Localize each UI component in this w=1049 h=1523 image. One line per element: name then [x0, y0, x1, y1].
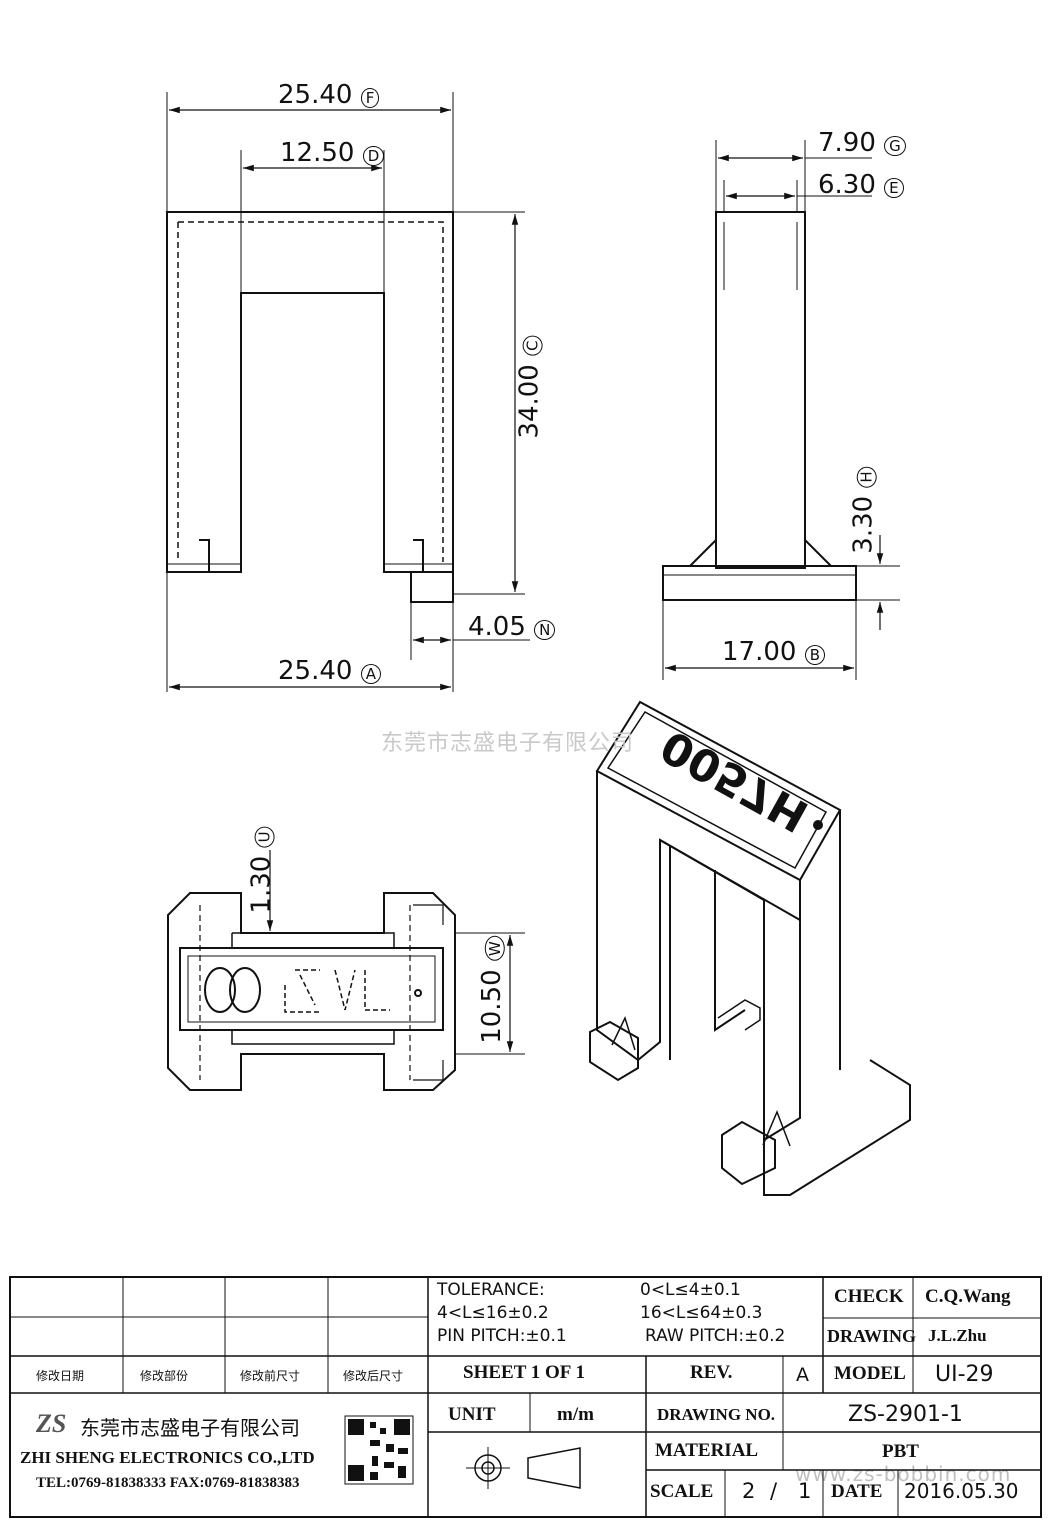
date-label: DATE: [831, 1481, 883, 1502]
side-view: [662, 140, 900, 680]
sheet-info: SHEET 1 OF 1: [463, 1362, 585, 1383]
unit-label: UNIT: [448, 1404, 496, 1425]
dim-side-base-width: 17.00 B: [722, 637, 825, 667]
rev-value: A: [796, 1364, 809, 1386]
dim-front-inner-width: 12.50 D: [280, 138, 385, 168]
rev-header-after: 修改后尺寸: [343, 1369, 404, 1383]
company-contact: TEL:0769-81838333 FAX:0769-81838383: [36, 1475, 300, 1491]
scale-label: SCALE: [650, 1481, 714, 1502]
bottom-view: [167, 850, 525, 1091]
dim-side-base-height: 3.30 H: [849, 466, 879, 554]
date-value: 2016.05.30: [904, 1479, 1019, 1503]
tolerance-1: 0<L≤4±0.1: [640, 1280, 741, 1300]
dim-front-pin-offset: 4.05 N: [468, 612, 556, 642]
scale-num: 2: [742, 1479, 756, 1503]
drawing-label: DRAWING: [827, 1326, 917, 1346]
check-value: C.Q.Wang: [925, 1286, 1011, 1307]
dim-side-inner-width: 6.30 E: [818, 170, 904, 200]
rev-header-date: 修改日期: [36, 1369, 85, 1383]
scale-sep: /: [770, 1479, 778, 1503]
model-value: UI-29: [935, 1362, 994, 1387]
tolerance-label: TOLERANCE:: [437, 1280, 545, 1300]
dim-front-height: 34.00 C: [515, 335, 545, 439]
unit-value: m/m: [557, 1404, 594, 1425]
watermark: 东莞市志盛电子有限公司: [381, 731, 635, 756]
pin-pitch: PIN PITCH:±0.1: [437, 1326, 567, 1346]
dim-front-bottom-width: 25.40 A: [278, 656, 381, 686]
company-logo: ZS: [36, 1409, 67, 1438]
company-en: ZHI SHENG ELECTRONICS CO.,LTD: [20, 1448, 315, 1467]
front-view: [166, 92, 530, 692]
material-value: PBT: [882, 1441, 919, 1462]
scale-den: 1: [798, 1479, 812, 1503]
drawing-value: J.L.Zhu: [928, 1326, 987, 1345]
check-label: CHECK: [834, 1286, 904, 1307]
rev-header-before: 修改前尺寸: [240, 1369, 301, 1383]
raw-pitch: RAW PITCH:±0.2: [645, 1326, 786, 1346]
tolerance-2: 4<L≤16±0.2: [437, 1303, 549, 1323]
dim-bottom-step: 1.30 U: [247, 826, 277, 914]
iso-view: [589, 700, 911, 1196]
model-label: MODEL: [834, 1363, 906, 1384]
tolerance-3: 16<L≤64±0.3: [640, 1303, 763, 1323]
dim-front-top-width: 25.40 F: [278, 80, 380, 110]
drawing-no-value: ZS-2901-1: [848, 1402, 963, 1427]
rev-header-part: 修改部份: [140, 1369, 189, 1383]
dim-side-outer-width: 7.90 G: [818, 128, 906, 158]
company-cn: 东莞市志盛电子有限公司: [80, 1416, 300, 1440]
dim-bottom-width: 10.50 W: [477, 936, 507, 1044]
drawing-no-label: DRAWING NO.: [657, 1405, 776, 1424]
material-label: MATERIAL: [655, 1440, 759, 1461]
rev-label: REV.: [690, 1362, 733, 1383]
